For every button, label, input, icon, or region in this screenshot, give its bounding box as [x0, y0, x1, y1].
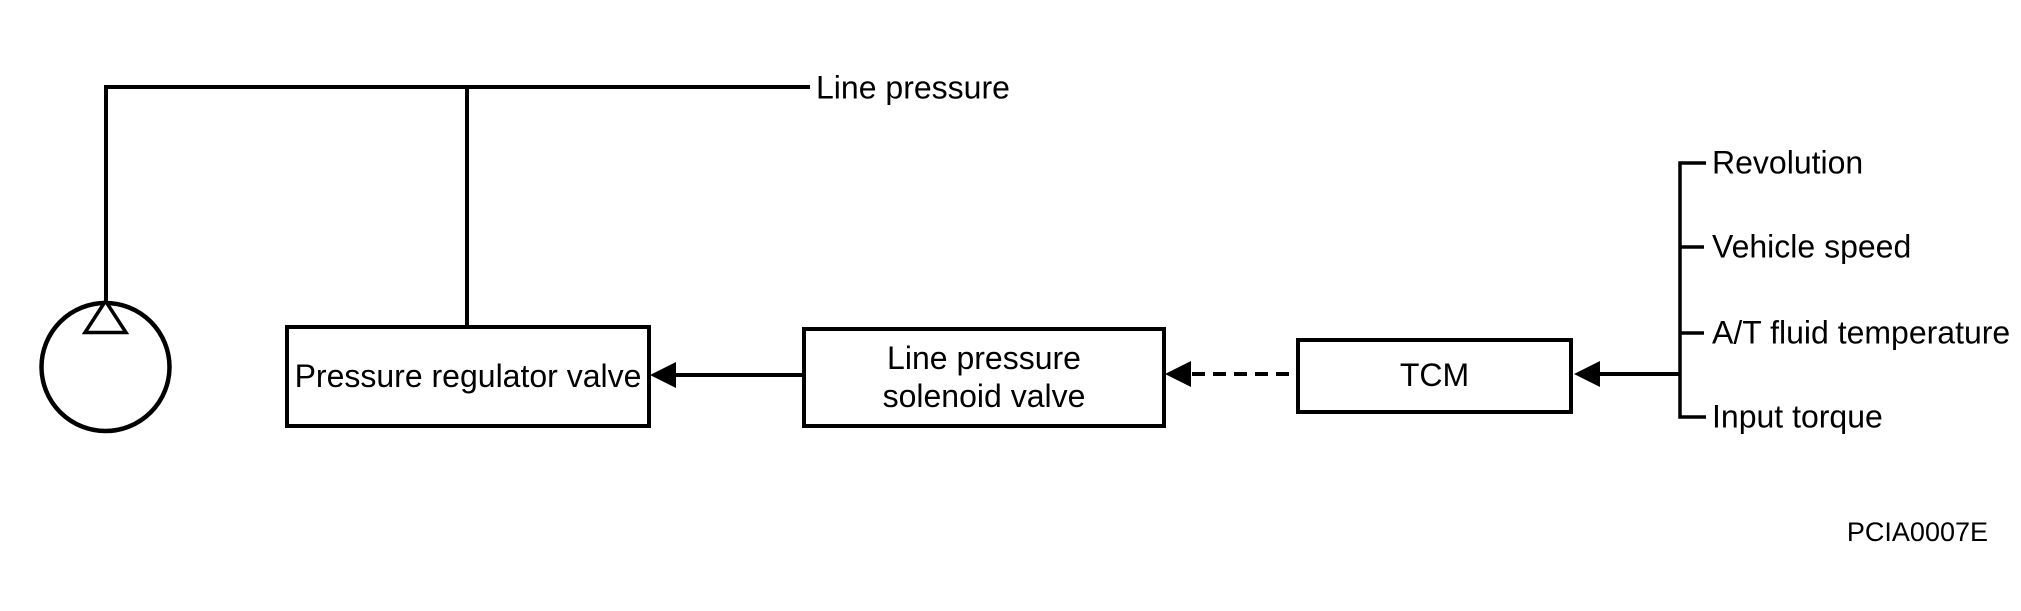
bracket-spine	[1678, 161, 1706, 419]
arrow-solenoid-to-regulator	[650, 362, 802, 388]
input-label-at-fluid-temperature: A/T fluid temperature	[1712, 314, 2011, 351]
dashed-arrow-tcm-to-solenoid	[1165, 361, 1294, 387]
figure-code-label: PCIA0007E	[1846, 517, 1988, 547]
pressure-regulator-valve-label: Pressure regulator valve	[294, 357, 642, 394]
arrowhead-left-icon	[1165, 361, 1191, 387]
inputs-bracket	[1678, 161, 1706, 419]
arrowhead-left-icon	[1574, 361, 1600, 387]
input-label-revolution: Revolution	[1712, 144, 1864, 181]
input-label-vehicle-speed: Vehicle speed	[1712, 228, 1912, 265]
arrow-inputs-to-tcm	[1574, 361, 1680, 387]
line-pressure-label: Line pressure	[816, 69, 1010, 106]
input-label-input-torque: Input torque	[1712, 398, 1883, 435]
tcm-label: TCM	[1399, 357, 1470, 394]
arrowhead-left-icon	[650, 362, 676, 388]
tcm-box: TCM	[1296, 338, 1573, 414]
solenoid-valve-label-line2: solenoid valve	[882, 377, 1086, 414]
line-pressure-solenoid-valve-box: Line pressure solenoid valve	[802, 327, 1166, 428]
solenoid-valve-label-line1: Line pressure	[887, 339, 1081, 376]
pressure-regulator-valve-box: Pressure regulator valve	[285, 325, 651, 428]
supply-line	[104, 85, 810, 301]
pump-triangle-icon	[81, 297, 130, 335]
